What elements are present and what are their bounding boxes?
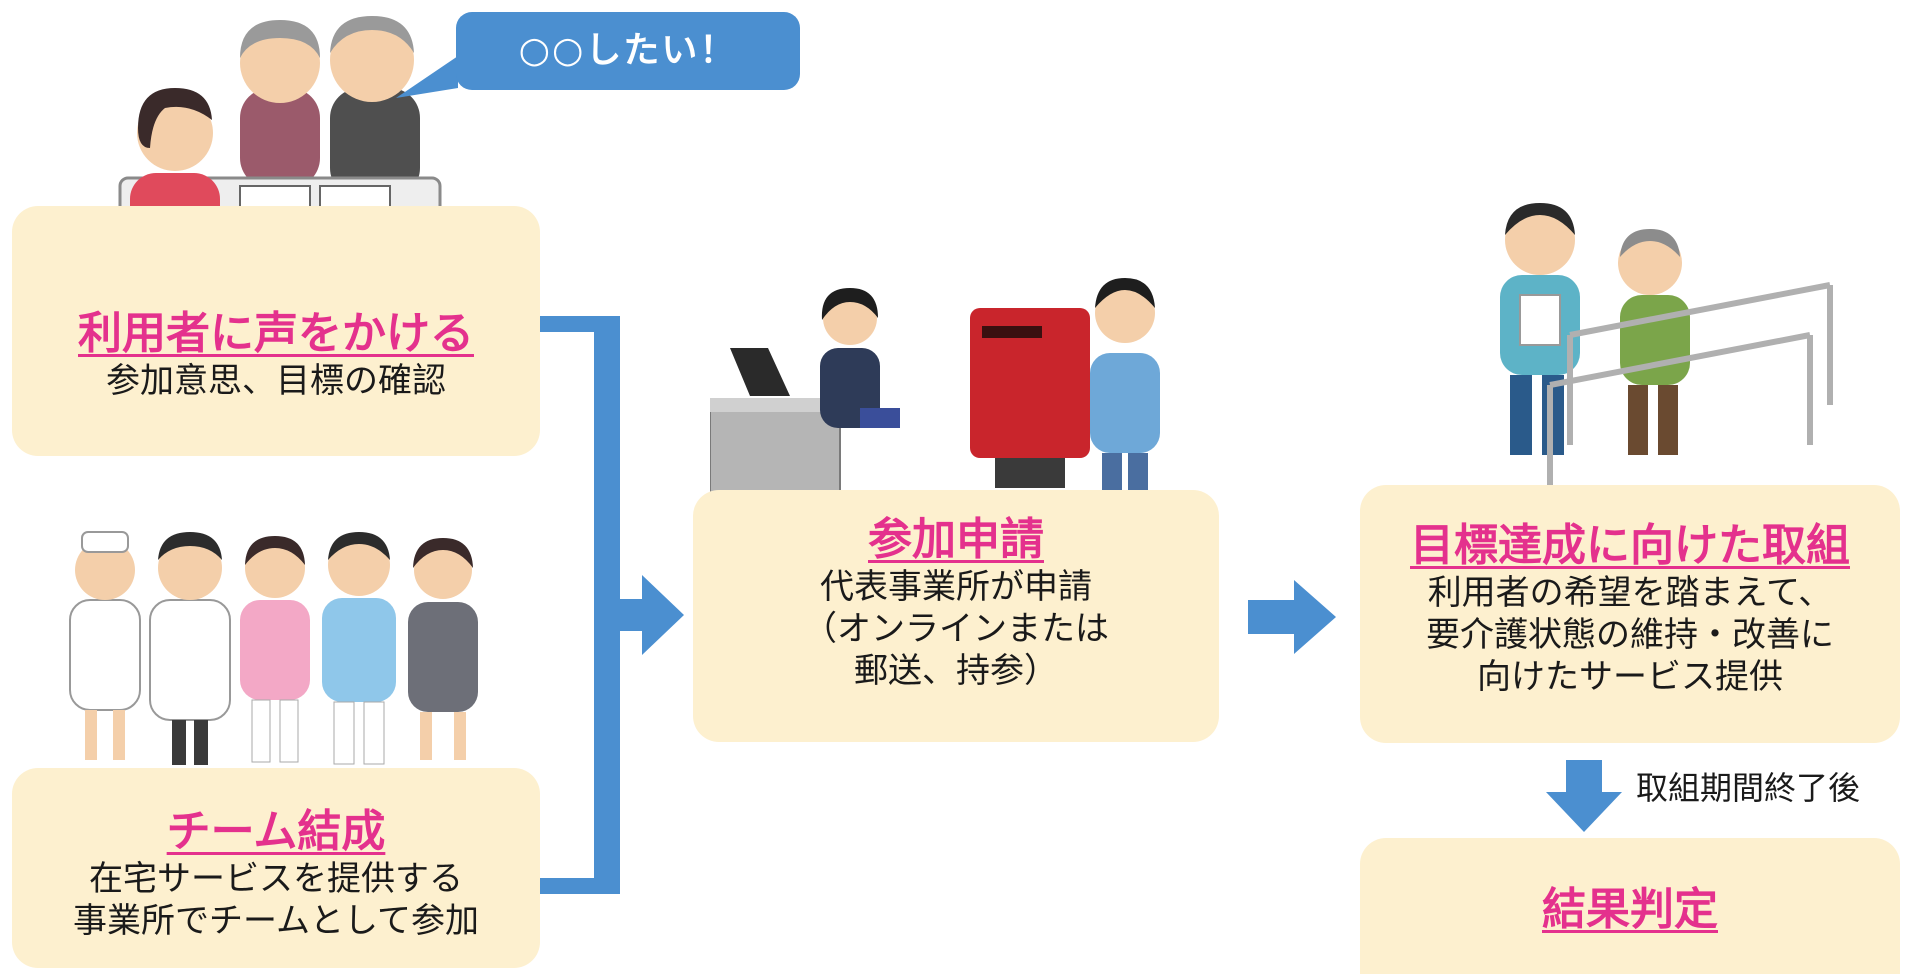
application-illustration bbox=[710, 258, 1190, 518]
step-effort-text: 目標達成に向けた取組 利用者の希望を踏まえて、 要介護状態の維持・改善に 向けた… bbox=[1360, 520, 1900, 698]
step-desc-call-out-line-1: 参加意思、目標の確認 bbox=[106, 361, 446, 401]
step-title-team: チーム結成 bbox=[166, 806, 386, 857]
arrow-right-to-apply bbox=[600, 575, 684, 655]
step-box-team bbox=[12, 768, 540, 968]
rehabilitation-illustration bbox=[1470, 185, 1840, 515]
arrow-down-to-result bbox=[1546, 760, 1622, 832]
step-title-apply: 参加申請 bbox=[868, 514, 1044, 565]
step-desc-effort-line-3: 向けたサービス提供 bbox=[1477, 657, 1783, 697]
step-box-result bbox=[1360, 838, 1900, 974]
step-title-effort: 目標達成に向けた取組 bbox=[1410, 520, 1850, 571]
step-team-text: チーム結成 在宅サービスを提供する 事業所でチームとして参加 bbox=[12, 806, 540, 942]
step-desc-apply-line-1: 代表事業所が申請 bbox=[820, 567, 1092, 607]
staff-team-illustration bbox=[60, 510, 500, 770]
step-desc-effort-line-2: 要介護状態の維持・改善に bbox=[1426, 615, 1834, 655]
step-call-out-text: 利用者に声をかける 参加意思、目標の確認 bbox=[12, 308, 540, 402]
step-desc-team-line-1: 在宅サービスを提供する bbox=[89, 859, 463, 899]
step-box-call-out bbox=[12, 206, 540, 456]
step-desc-apply-line-3: 郵送、持参） bbox=[854, 651, 1058, 691]
speech-bubble-tail bbox=[396, 56, 458, 98]
step-box-apply bbox=[693, 490, 1219, 742]
speech-bubble-text: ○○したい！ bbox=[518, 30, 738, 71]
step-title-result: 結果判定 bbox=[1542, 884, 1718, 935]
step-box-effort bbox=[1360, 485, 1900, 743]
step-result-text: 結果判定 bbox=[1360, 884, 1900, 936]
step-title-call-out: 利用者に声をかける bbox=[78, 308, 474, 359]
step-apply-text: 参加申請 代表事業所が申請 （オンラインまたは 郵送、持参） bbox=[693, 514, 1219, 692]
speech-bubble: ○○したい！ bbox=[456, 12, 800, 90]
step-desc-effort-line-1: 利用者の希望を踏まえて、 bbox=[1427, 573, 1833, 613]
after-period-label: 取組期間終了後 bbox=[1636, 769, 1861, 807]
step-desc-apply-line-2: （オンラインまたは bbox=[803, 609, 1109, 649]
arrow-right-to-effort bbox=[1248, 580, 1336, 654]
step-desc-team-line-2: 事業所でチームとして参加 bbox=[73, 901, 479, 941]
